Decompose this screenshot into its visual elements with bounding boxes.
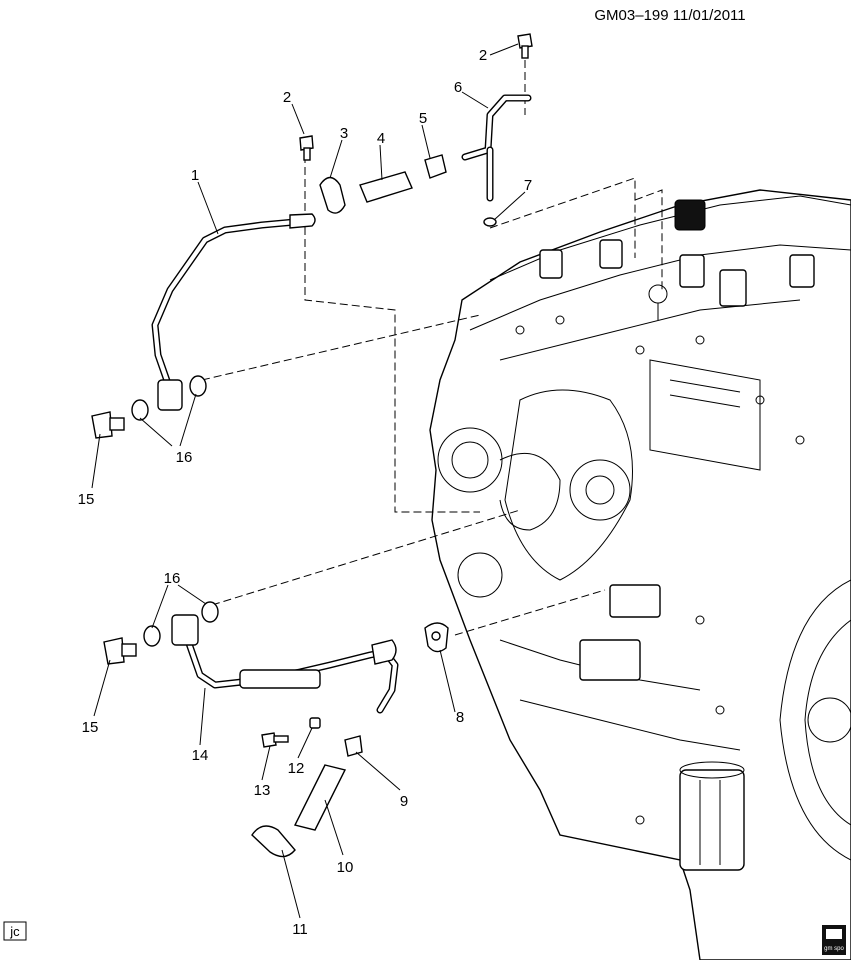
illustrator-initials-box: jc: [3, 921, 27, 941]
callout-10: 10: [337, 859, 354, 876]
diagram-code: GM03–199 11/01/2011: [594, 7, 745, 24]
sealing-washer-lower-right: [201, 601, 219, 623]
bolt-upper-right: [517, 33, 533, 59]
alignment-lines: [201, 60, 663, 636]
gm-spo-logo: gm spo: [822, 925, 846, 955]
hose-clamp-small-upper: [424, 154, 447, 179]
banjo-bolt-lower: [103, 637, 137, 665]
bolt-lower: [261, 732, 289, 748]
callout-6: 6: [454, 79, 462, 96]
lower-oil-return-pipe: [171, 614, 399, 714]
oil-return-pipe-upper: [461, 94, 532, 202]
sealing-washer-upper-left: [131, 399, 149, 421]
callout-labels: 1 2 2 3 4 5 6 7 8 9 10 11 12 13 14 15 15…: [78, 47, 533, 938]
bolt-upper-left: [299, 135, 314, 161]
callout-2-top: 2: [479, 47, 487, 64]
leader-lines: [91, 43, 526, 919]
callout-3: 3: [340, 125, 348, 142]
banjo-bolt-upper: [91, 411, 125, 439]
callout-16-lower: 16: [164, 570, 181, 587]
callout-15-upper: 15: [78, 491, 95, 508]
coolant-hose-lower: [293, 764, 347, 831]
callout-11: 11: [292, 921, 308, 938]
hose-clamp-bottom: [251, 825, 296, 858]
callout-2-left: 2: [283, 89, 291, 106]
callout-15-lower: 15: [82, 719, 99, 736]
callout-1: 1: [191, 167, 199, 184]
callout-16-upper: 16: [176, 449, 193, 466]
nut-lower: [309, 717, 321, 729]
gm-spo-logo-text: gm spo: [824, 946, 844, 952]
callout-5: 5: [419, 110, 427, 127]
callout-7: 7: [524, 177, 532, 194]
callout-13: 13: [254, 782, 271, 799]
illustrator-initials: jc: [9, 924, 20, 939]
callout-9: 9: [400, 793, 408, 810]
o-ring-upper: [483, 217, 497, 227]
hose-clamp-upper: [319, 176, 346, 214]
upper-oil-feed-pipe: [151, 213, 316, 411]
callout-8: 8: [456, 709, 464, 726]
callout-14: 14: [192, 747, 209, 764]
sealing-washer-upper-right: [189, 375, 207, 397]
hose-clamp-lower: [344, 735, 363, 757]
callout-4: 4: [377, 130, 385, 147]
coolant-hose-upper: [359, 171, 413, 203]
sealing-washer-lower-left: [143, 625, 161, 647]
callout-12: 12: [288, 760, 305, 777]
engine-block: [429, 189, 851, 960]
